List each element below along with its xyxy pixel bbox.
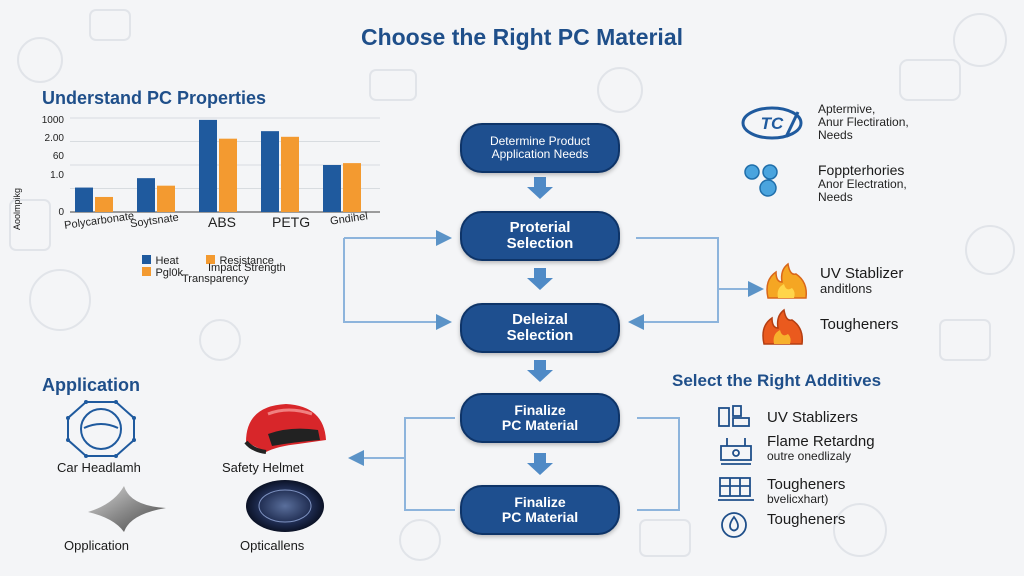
legend-item-resistance: Resistance xyxy=(206,251,274,269)
legend-swatch xyxy=(142,267,151,276)
uv-stabilizer-icon xyxy=(718,405,750,427)
application-item-label: Opplication xyxy=(64,538,130,553)
bar-resistance-2 xyxy=(219,138,237,212)
bar-resistance-0 xyxy=(95,196,113,212)
legend-item-impact-strength: Impact Strength xyxy=(208,262,286,274)
legend-swatch xyxy=(142,255,151,264)
info-item-text: Flame Retardng outre onedlizaly xyxy=(767,433,875,463)
bar-resistance-3 xyxy=(281,136,299,212)
bar-heat-3 xyxy=(261,131,279,212)
additive-item-title: Tougheners xyxy=(767,511,846,528)
category-label: PETG xyxy=(272,214,311,230)
svg-text:TC: TC xyxy=(761,114,784,133)
bar-heat-0 xyxy=(75,187,93,212)
bubbles-icon xyxy=(744,164,778,197)
bar-chart xyxy=(70,117,380,213)
bar-heat-2 xyxy=(199,119,217,212)
toughener-icon xyxy=(718,477,754,501)
additives-title: Select the Right Additives xyxy=(672,371,882,390)
application-item-label: Safety Helmet xyxy=(222,460,304,475)
properties-title: Understand PC Properties xyxy=(42,88,267,108)
info-item-text: Foppterhories Anor Electration, Needs xyxy=(818,162,907,205)
y-tick: 1000 xyxy=(41,115,64,126)
y-tick: 2.00 xyxy=(44,133,64,144)
legend-item-pgl0k: Pgl0k xyxy=(142,263,183,281)
bar-heat-4 xyxy=(323,165,341,212)
application-item-label: Opticallens xyxy=(240,538,305,553)
application-item-label: Car Headlamh xyxy=(57,460,141,475)
flame-icon xyxy=(762,308,804,345)
info-item-text: Tougheners bvelicxhart) xyxy=(767,476,846,506)
application-title: Application xyxy=(42,375,140,395)
info-item-title: Tougheners xyxy=(820,316,899,333)
optical-part-icon xyxy=(88,486,166,532)
legend-swatch xyxy=(206,255,215,264)
optical-lens-icon xyxy=(246,480,324,532)
page-title: Choose the Right PC Material xyxy=(360,24,684,50)
bar-resistance-4 xyxy=(343,163,361,212)
safety-helmet-icon xyxy=(244,404,326,454)
tc-logo-icon: TC xyxy=(741,106,803,140)
headlamp-icon xyxy=(66,400,136,458)
category-label: ABS xyxy=(208,214,237,230)
legend-item-transparency: Transparency xyxy=(182,273,249,285)
info-item-text: Aptermive, Anur Flectiration, Needs xyxy=(818,102,909,143)
flame-icon xyxy=(766,262,808,299)
bar-resistance-1 xyxy=(157,185,175,212)
info-item-text: UV Stablizer anditlons xyxy=(820,265,904,296)
y-tick: 1.0 xyxy=(50,170,64,181)
additive-item-title: UV Stablizers xyxy=(767,409,858,426)
flame-retardant-icon xyxy=(720,438,752,465)
legend-item-heat: Heat xyxy=(142,251,179,269)
y-tick: 0 xyxy=(58,207,64,218)
y-tick: 60 xyxy=(52,151,64,162)
droplet-gear-icon xyxy=(721,512,747,538)
bar-heat-1 xyxy=(137,178,155,212)
